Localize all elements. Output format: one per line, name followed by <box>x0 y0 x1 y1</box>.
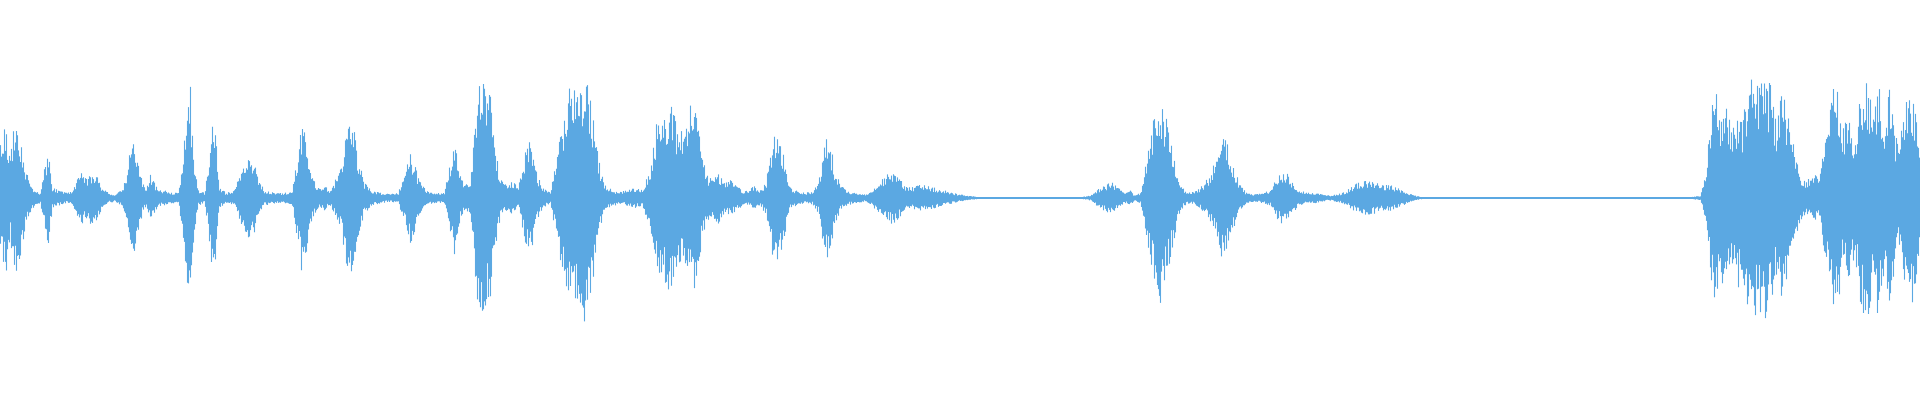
waveform-bars <box>0 79 1920 322</box>
waveform-samples <box>0 79 1920 322</box>
